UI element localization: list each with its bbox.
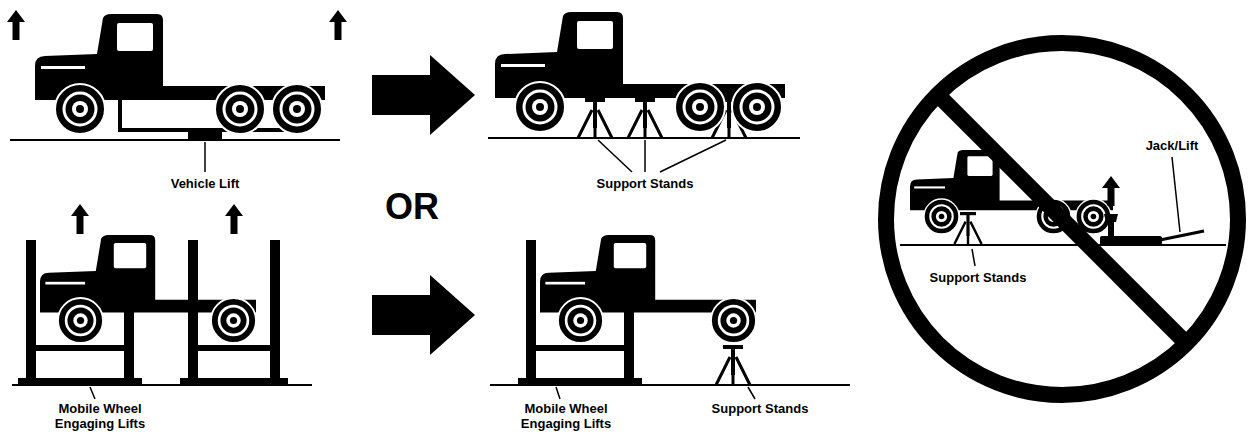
leader-line [748, 387, 755, 399]
support-stand [716, 345, 750, 385]
lift-arrow [1102, 176, 1120, 206]
leader-line [972, 249, 975, 266]
leader-line [1172, 157, 1180, 232]
prohibition-slash [938, 95, 1187, 344]
support-stand [628, 98, 662, 138]
leader-line [204, 142, 206, 172]
truck [40, 235, 256, 343]
part-label: Mobile Wheel Engaging Lifts [511, 401, 621, 431]
prohibition-circle [886, 43, 1238, 395]
leader-line [90, 387, 95, 399]
lift-arrow [329, 10, 347, 40]
lift-base [188, 130, 222, 140]
mobile-lift-scene [12, 204, 312, 399]
support-stand [578, 98, 612, 138]
leader-line [598, 140, 726, 172]
part-label: Support Stands [597, 176, 694, 191]
truck [540, 235, 756, 343]
lift-arrow [225, 204, 243, 234]
ground-line [10, 139, 340, 141]
support-stands-scene [488, 12, 800, 172]
lift-and-stand-scene [490, 235, 850, 399]
part-label: Jack/Lift [1146, 138, 1199, 153]
truck [495, 12, 785, 132]
vehicle-lift-scene [7, 10, 347, 172]
truck [35, 14, 325, 134]
connector-word: OR [385, 188, 439, 226]
prohibited-scene [886, 43, 1238, 395]
leader-line [556, 387, 560, 399]
lift-arrow [71, 204, 89, 234]
part-label: Vehicle Lift [171, 176, 240, 191]
part-label: Mobile Wheel Engaging Lifts [45, 401, 155, 431]
flow-arrow [372, 55, 475, 135]
ground-line [900, 244, 1226, 246]
jack [1100, 214, 1204, 245]
lift-arrow [7, 10, 25, 40]
part-label: Support Stands [930, 270, 1027, 285]
flow-arrow [372, 275, 475, 355]
part-label: Support Stands [712, 401, 809, 416]
